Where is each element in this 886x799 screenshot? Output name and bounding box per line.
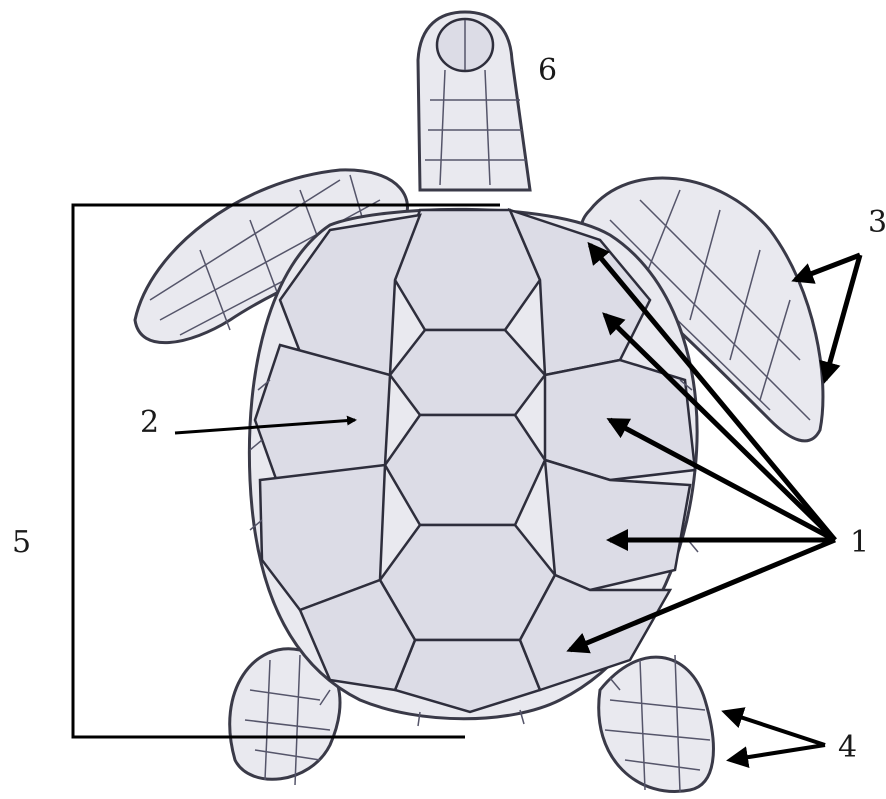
carapace — [249, 209, 700, 726]
rear-right-flipper — [599, 655, 714, 792]
label-6: 6 — [538, 53, 557, 88]
label-2: 2 — [140, 405, 159, 440]
head — [418, 12, 530, 190]
label-4: 4 — [838, 730, 857, 765]
label-1: 1 — [850, 525, 869, 560]
arrows-label-4 — [725, 712, 825, 760]
label-3: 3 — [868, 205, 886, 240]
label-5: 5 — [12, 525, 31, 560]
